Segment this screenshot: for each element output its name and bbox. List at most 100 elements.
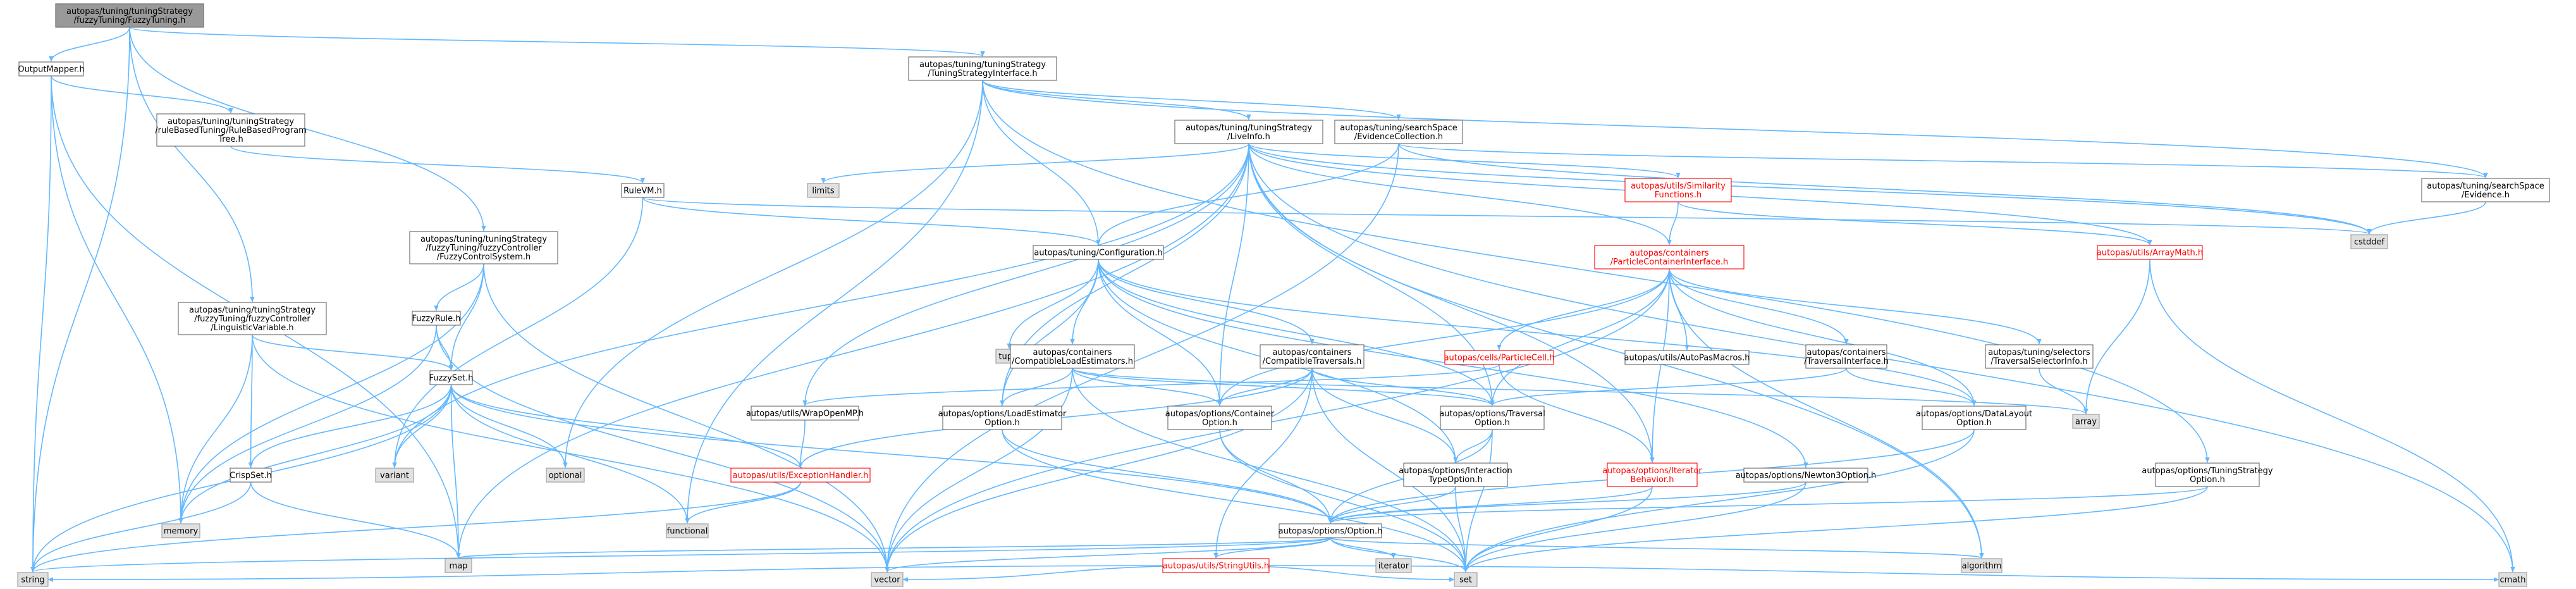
node-exception[interactable]: autopas/utils/ExceptionHandler.h [730,468,871,483]
node-cstddef-label-line-0: cstddef [2354,238,2385,247]
edge-iterbehavior-to-option [1328,486,1653,524]
edge-travinterface-to-datalayout [1846,368,1977,406]
node-memory-box [161,523,200,538]
node-liveinfo[interactable]: autopas/tuning/tuningStrategy/LiveInfo.h [1174,120,1323,144]
node-newton3-box [1743,468,1868,483]
node-outputmapper[interactable]: OutputMapper.h [18,61,85,77]
node-loadest-label-line-0: autopas/options/LoadEstimator [938,409,1067,419]
node-algorithm: algorithm [1961,558,2003,573]
node-compload-label-line-0: autopas/containers [1033,348,1112,357]
node-evcoll-label-line-0: autopas/tuning/searchSpace [1340,123,1457,133]
edge-stringutils-to-string [47,565,1217,582]
node-pci[interactable]: autopas/containers/ParticleContainerInte… [1594,245,1745,270]
node-iterbehavior-label-line-0: autopas/options/Iterator [1602,466,1702,476]
edge-stringutils-to-vector [902,565,1217,582]
edge-root-to-string [30,27,130,573]
node-autopasmacros[interactable]: autopas/utils/AutoPasMacros.h [1624,350,1750,365]
node-comptrav-label-line-0: autopas/containers [1273,348,1352,357]
node-limits-box [807,183,840,198]
node-exception-box [730,468,871,483]
node-memory-label-line-0: memory [164,527,199,536]
node-interactiontype-label-line-1: TypeOption.h [1428,475,1483,485]
dependency-edges [30,27,2515,582]
node-variant-label-line-0: variant [380,471,409,481]
edge-fuzzyset-to-exception [450,384,803,468]
edge-tsi-to-config [982,80,1101,245]
node-iterbehavior-label-line-1: Behavior.h [1631,475,1674,485]
edge-pci-to-travselinfo [1669,268,2042,345]
node-arraymath[interactable]: autopas/utils/ArrayMath.h [2097,245,2203,260]
node-functional: functional [666,523,709,538]
edge-loadest-to-option [1002,429,1333,524]
node-traversalopt-label-line-1: Option.h [1475,418,1510,428]
node-fuzzyrule[interactable]: FuzzyRule.h [412,311,461,326]
node-travselinfo[interactable]: autopas/tuning/selectors/TraversalSelect… [1985,344,2094,369]
node-fuzzycs-box [409,231,558,264]
node-evidence[interactable]: autopas/tuning/searchSpace/Evidence.h [2421,178,2550,202]
node-lingvar-label-line-1: /fuzzyTuning/fuzzyController [194,314,310,324]
node-pci-label-line-0: autopas/containers [1630,249,1709,258]
node-stringutils[interactable]: autopas/utils/StringUtils.h [1162,558,1270,573]
node-fuzzycs[interactable]: autopas/tuning/tuningStrategy/fuzzyTunin… [409,231,558,264]
node-functional-box [666,523,709,538]
edge-interactiontype-to-set [1455,486,1468,573]
edge-fuzzyset-to-memory [178,384,452,524]
edge-pci-to-iterbehavior [1650,268,1670,463]
node-tsi-box [908,56,1057,81]
node-simfunc-label-line-0: autopas/utils/Similarity [1631,182,1726,191]
node-option[interactable]: autopas/options/Option.h [1279,523,1383,538]
node-compload[interactable]: autopas/containers/CompatibleLoadEstimat… [1010,344,1135,369]
node-rulebased[interactable]: autopas/tuning/tuningStrategy/ruleBasedT… [155,113,307,147]
node-tsi[interactable]: autopas/tuning/tuningStrategy/TuningStra… [908,56,1057,81]
node-fuzzyset[interactable]: FuzzySet.h [429,370,474,385]
node-travinterface[interactable]: autopas/containers/TraversalInterface.h [1804,344,1889,369]
edge-pcell-to-iterbehavior [1499,364,1655,463]
node-root-label-line-1: /fuzzyTuning/FuzzyTuning.h [74,16,186,25]
node-evidence-box [2421,178,2550,202]
node-cmath-label-line-0: cmath [2499,576,2525,585]
node-crispset[interactable]: CrispSet.h [230,468,272,483]
edge-simfunc-to-arraymath [1677,201,2152,245]
edge-lingvar-to-vector [252,334,890,573]
edge-rulevm-to-variant [392,197,644,468]
edge-iterbehavior-to-set [1463,486,1653,573]
node-limits-label-line-0: limits [812,187,835,196]
node-newton3[interactable]: autopas/options/Newton3Option.h [1736,468,1877,483]
node-wrapopenmp-label-line-0: autopas/utils/WrapOpenMP.h [746,409,864,419]
edge-pci-to-datalayout [1669,268,1977,406]
edge-tsi-to-evcoll [982,80,1401,120]
node-cstddef: cstddef [2350,234,2388,249]
edge-pci-to-pcell [1497,268,1670,350]
node-pcell[interactable]: autopas/cells/ParticleCell.h [1444,350,1555,365]
node-lingvar[interactable]: autopas/tuning/tuningStrategy/fuzzyTunin… [178,302,327,335]
edge-crispset-to-map [250,481,461,559]
edge-outputmapper-to-string [30,75,52,573]
edge-stringutils-to-cmath [1215,565,2499,582]
node-wrapopenmp[interactable]: autopas/utils/WrapOpenMP.h [746,406,864,421]
edge-option-to-map [457,537,1331,559]
node-traversalopt-label-line-0: autopas/options/Traversal [1439,409,1545,419]
node-evcoll[interactable]: autopas/tuning/searchSpace/EvidenceColle… [1334,120,1463,144]
node-liveinfo-label-line-0: autopas/tuning/tuningStrategy [1186,123,1312,133]
edge-comptrav-to-interactiontype [1311,368,1458,463]
edge-compload-to-vector [885,368,1073,573]
edge-config-to-traversalopt [1098,259,1495,406]
node-config[interactable]: autopas/tuning/Configuration.h [1033,245,1164,260]
node-rulevm[interactable]: RuleVM.h [621,183,665,198]
node-comptrav[interactable]: autopas/containers/CompatibleTraversals.… [1260,344,1365,369]
node-optional: optional [546,468,585,483]
edge-root-to-outputmapper [49,27,130,62]
edge-rulevm-to-cstddef [642,197,2371,235]
node-root[interactable]: autopas/tuning/tuningStrategy/fuzzyTunin… [55,3,204,28]
node-rulebased-label-line-0: autopas/tuning/tuningStrategy [168,117,294,127]
edge-arraymath-to-array [2083,259,2150,414]
node-iterator: iterator [1375,558,1412,573]
